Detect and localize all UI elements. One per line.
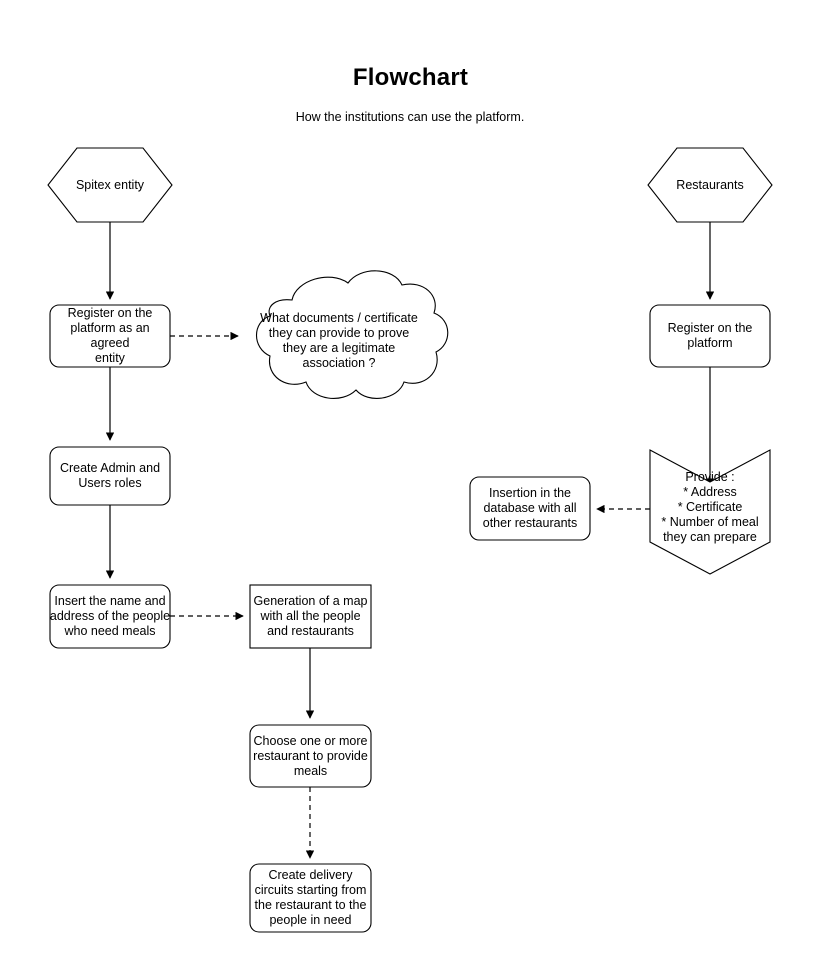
node-provide-details-shape[interactable]	[649, 449, 771, 575]
node-choose-restaurant-shape[interactable]	[249, 724, 372, 788]
node-insertion-database-shape[interactable]	[469, 476, 591, 541]
node-create-circuits-shape[interactable]	[249, 863, 372, 933]
page-subtitle: How the institutions can use the platfor…	[295, 110, 525, 124]
node-spitex-entity-shape[interactable]	[47, 147, 173, 223]
node-register-platform-shape[interactable]	[649, 304, 771, 368]
node-insert-people-shape[interactable]	[49, 584, 171, 649]
node-create-roles-shape[interactable]	[49, 446, 171, 506]
page-title: Flowchart	[352, 64, 469, 91]
node-generate-map-shape[interactable]	[249, 584, 372, 649]
node-register-agreed-shape[interactable]	[49, 304, 171, 368]
node-documents-cloud-shape[interactable]	[256, 270, 449, 399]
node-restaurants-shape[interactable]	[647, 147, 773, 223]
